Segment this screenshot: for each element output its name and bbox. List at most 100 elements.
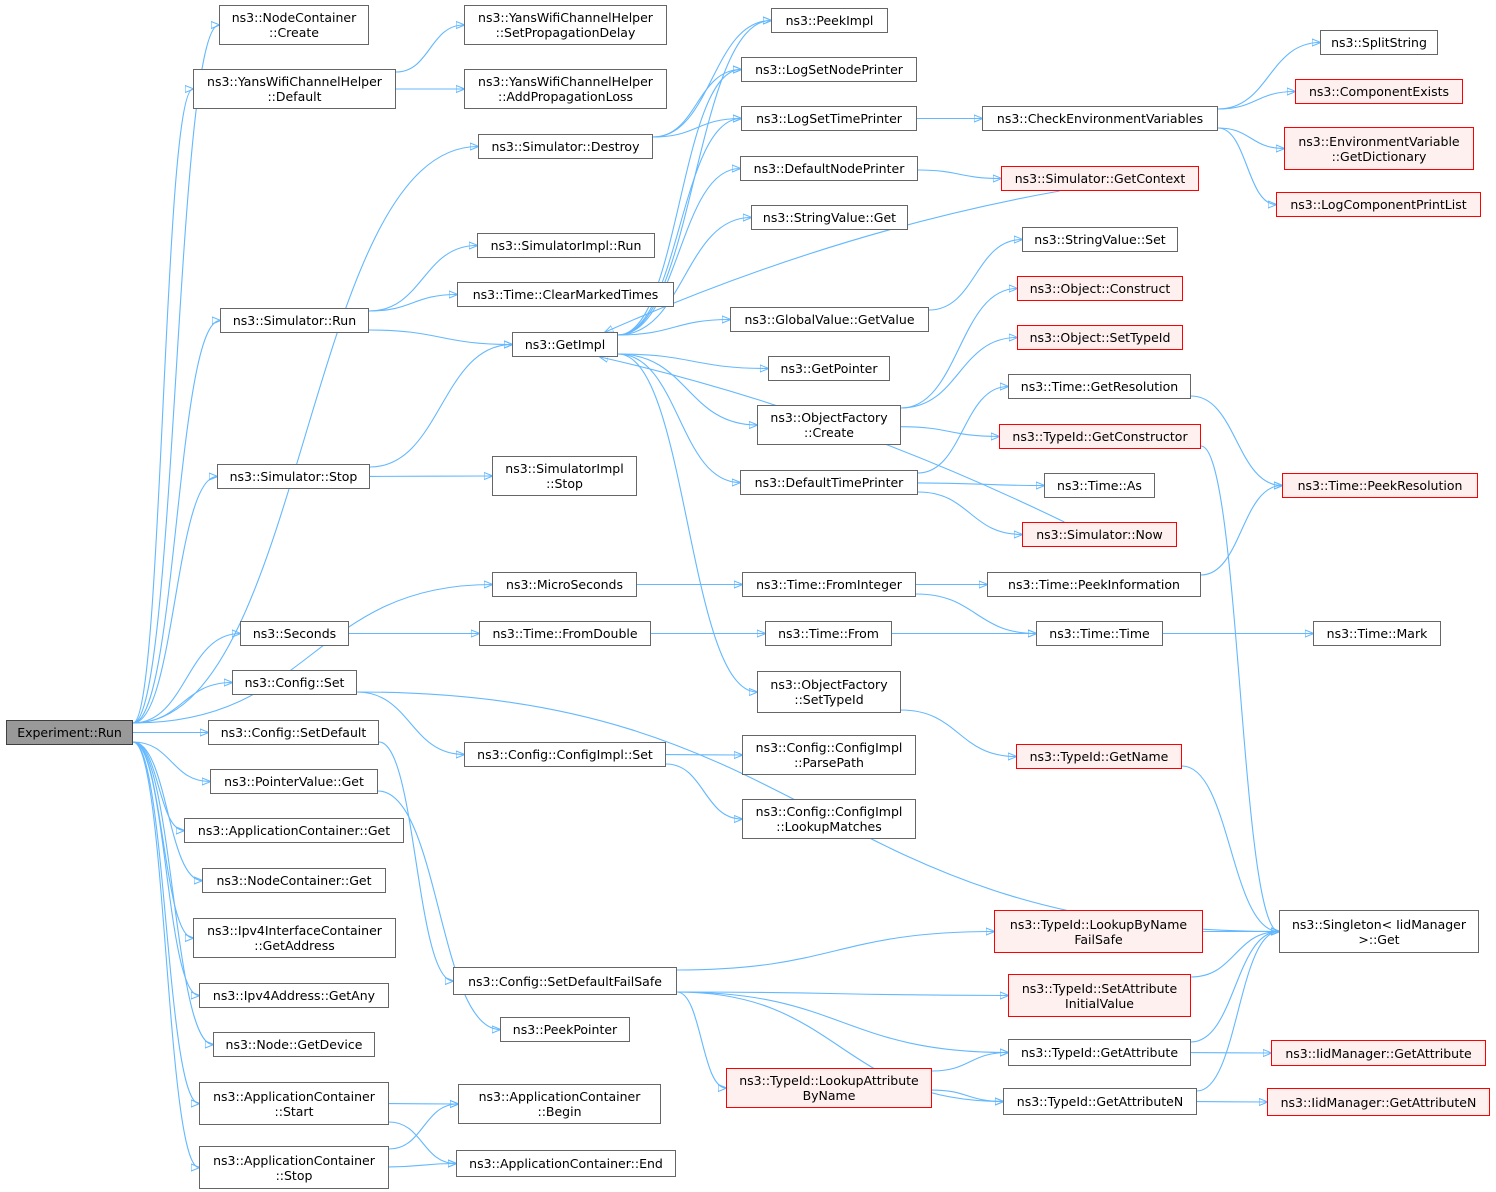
edge-typeid-getattrn-to-singleton-get: [1196, 932, 1279, 1092]
node-appc-begin[interactable]: ns3::ApplicationContainer::Begin: [458, 1084, 661, 1124]
edge-of-create-to-obj-settypeid: [900, 338, 1017, 409]
node-label-line: ns3::Config::Set: [244, 675, 345, 690]
node-label-line: ns3::CheckEnvironmentVariables: [996, 111, 1204, 126]
node-time-mark[interactable]: ns3::Time::Mark: [1313, 621, 1441, 646]
node-time-fromdouble[interactable]: ns3::Time::FromDouble: [479, 621, 651, 646]
node-label-line: ns3::ApplicationContainer: [213, 1152, 375, 1168]
node-iid-getattr[interactable]: ns3::IidManager::GetAttribute: [1271, 1040, 1486, 1066]
node-defnodeprinter[interactable]: ns3::DefaultNodePrinter: [740, 156, 918, 181]
node-strval-set[interactable]: ns3::StringValue::Set: [1022, 227, 1178, 252]
node-appc-stop[interactable]: ns3::ApplicationContainer::Stop: [199, 1146, 389, 1189]
node-logcomplist[interactable]: ns3::LogComponentPrintList: [1276, 192, 1481, 217]
node-nodec-get[interactable]: ns3::NodeContainer::Get: [202, 868, 386, 893]
node-time-peekinfo[interactable]: ns3::Time::PeekInformation: [987, 572, 1201, 597]
node-getimpl[interactable]: ns3::GetImpl: [512, 332, 618, 357]
node-simimpl-run[interactable]: ns3::SimulatorImpl::Run: [477, 233, 655, 258]
node-time-from[interactable]: ns3::Time::From: [765, 621, 892, 646]
edge-defnodeprinter-to-sim-getcontext: [917, 169, 1001, 179]
node-config-setdefault[interactable]: ns3::Config::SetDefault: [208, 720, 379, 745]
node-pointerval-get[interactable]: ns3::PointerValue::Get: [210, 769, 378, 794]
node-envdict[interactable]: ns3::EnvironmentVariable::GetDictionary: [1284, 127, 1474, 170]
node-strval-get[interactable]: ns3::StringValue::Get: [751, 205, 908, 230]
node-ywch-default[interactable]: ns3::YansWifiChannelHelper::Default: [193, 69, 396, 109]
node-splitstring[interactable]: ns3::SplitString: [1320, 30, 1438, 55]
node-seconds[interactable]: ns3::Seconds: [240, 621, 349, 646]
node-typeid-getattr[interactable]: ns3::TypeId::GetAttribute: [1008, 1039, 1191, 1066]
edge-time-getres-to-time-peekres: [1190, 395, 1282, 486]
node-ipv4addr-getany[interactable]: ns3::Ipv4Address::GetAny: [199, 983, 389, 1008]
node-iid-getattrn[interactable]: ns3::IidManager::GetAttributeN: [1267, 1088, 1490, 1116]
node-of-settypeid[interactable]: ns3::ObjectFactory::SetTypeId: [757, 671, 901, 713]
node-configimpl-set[interactable]: ns3::Config::ConfigImpl::Set: [464, 742, 666, 767]
node-ipv4ic-getaddr[interactable]: ns3::Ipv4InterfaceContainer::GetAddress: [193, 918, 396, 958]
node-appc-end[interactable]: ns3::ApplicationContainer::End: [456, 1150, 676, 1177]
node-sim-destroy[interactable]: ns3::Simulator::Destroy: [478, 134, 653, 159]
node-configimpl-lookup[interactable]: ns3::Config::ConfigImpl::LookupMatches: [742, 799, 916, 839]
node-label-line: ns3::GetImpl: [524, 337, 606, 352]
node-peekpointer[interactable]: ns3::PeekPointer: [500, 1017, 630, 1042]
node-label-line: ns3::Ipv4Address::GetAny: [212, 988, 376, 1003]
node-typeid-getname[interactable]: ns3::TypeId::GetName: [1016, 744, 1182, 769]
edge-config-set-to-configimpl-set: [356, 691, 464, 755]
edge-appc-stop-to-appc-end: [388, 1164, 456, 1167]
node-lognode[interactable]: ns3::LogSetNodePrinter: [741, 57, 917, 82]
node-of-create[interactable]: ns3::ObjectFactory::Create: [757, 405, 901, 445]
node-label-line: ::ParsePath: [794, 755, 864, 770]
node-time-time[interactable]: ns3::Time::Time: [1036, 621, 1163, 646]
node-simimpl-stop[interactable]: ns3::SimulatorImpl::Stop: [492, 456, 637, 496]
node-checkenv[interactable]: ns3::CheckEnvironmentVariables: [982, 106, 1218, 131]
edge-appc-start-to-appc-end: [388, 1121, 456, 1164]
node-appc-get[interactable]: ns3::ApplicationContainer::Get: [184, 818, 404, 843]
node-label-line: ns3::TypeId::GetAttributeN: [1016, 1094, 1184, 1109]
node-logtime[interactable]: ns3::LogSetTimePrinter: [741, 106, 917, 131]
node-time-getres[interactable]: ns3::Time::GetResolution: [1008, 374, 1191, 399]
node-microseconds[interactable]: ns3::MicroSeconds: [492, 572, 637, 597]
node-time-peekres[interactable]: ns3::Time::PeekResolution: [1282, 473, 1478, 498]
node-config-set[interactable]: ns3::Config::Set: [232, 670, 357, 695]
node-configimpl-parse[interactable]: ns3::Config::ConfigImpl::ParsePath: [742, 735, 916, 775]
node-appc-start[interactable]: ns3::ApplicationContainer::Start: [199, 1082, 389, 1125]
node-label-line: ns3::Time::GetResolution: [1020, 379, 1179, 394]
edge-root-to-pointerval-get: [132, 741, 210, 782]
node-label-line: ::SetTypeId: [794, 692, 864, 707]
node-deftimeprinter[interactable]: ns3::DefaultTimePrinter: [740, 470, 918, 495]
node-label-line: ns3::PeekPointer: [512, 1022, 618, 1037]
node-sim-now[interactable]: ns3::Simulator::Now: [1022, 522, 1177, 547]
node-time-frominteger[interactable]: ns3::Time::FromInteger: [742, 572, 916, 597]
edge-sim-stop-to-getimpl: [369, 345, 512, 468]
node-node-getdevice[interactable]: ns3::Node::GetDevice: [213, 1032, 375, 1057]
node-ywch-setprop[interactable]: ns3::YansWifiChannelHelper::SetPropagati…: [464, 5, 667, 45]
node-getpointer[interactable]: ns3::GetPointer: [768, 356, 890, 381]
node-time-clearmarked[interactable]: ns3::Time::ClearMarkedTimes: [457, 282, 674, 307]
node-typeid-getattrn[interactable]: ns3::TypeId::GetAttributeN: [1003, 1088, 1197, 1115]
node-config-setdefaultfs[interactable]: ns3::Config::SetDefaultFailSafe: [453, 967, 677, 995]
node-compexists[interactable]: ns3::ComponentExists: [1295, 79, 1463, 104]
node-label-line: ::Begin: [537, 1104, 582, 1119]
edge-checkenv-to-logcomplist: [1217, 127, 1276, 205]
node-sim-stop[interactable]: ns3::Simulator::Stop: [217, 464, 370, 489]
node-label-line: ::Create: [804, 425, 854, 440]
node-nc-create[interactable]: ns3::NodeContainer::Create: [219, 5, 369, 45]
edge-typeid-setattrinit-to-singleton-get: [1190, 932, 1279, 978]
node-globalval-get[interactable]: ns3::GlobalValue::GetValue: [730, 307, 929, 332]
node-obj-settypeid[interactable]: ns3::Object::SetTypeId: [1017, 325, 1183, 350]
node-label-line: ns3::ObjectFactory: [770, 677, 888, 692]
node-sim-getcontext[interactable]: ns3::Simulator::GetContext: [1001, 166, 1199, 191]
node-obj-construct[interactable]: ns3::Object::Construct: [1017, 276, 1183, 301]
node-typeid-getctor[interactable]: ns3::TypeId::GetConstructor: [999, 424, 1201, 449]
edge-getimpl-to-of-settypeid: [617, 353, 757, 692]
edge-root-to-seconds: [132, 634, 240, 724]
edge-root-to-node-getdevice: [132, 741, 213, 1045]
node-label-line: ns3::Node::GetDevice: [225, 1037, 363, 1052]
node-sim-run[interactable]: ns3::Simulator::Run: [220, 308, 369, 333]
node-ywch-addloss[interactable]: ns3::YansWifiChannelHelper::AddPropagati…: [464, 69, 667, 109]
node-peekimpl[interactable]: ns3::PeekImpl: [771, 8, 888, 33]
edge-deftimeprinter-to-time-as: [917, 483, 1044, 486]
edge-getimpl-to-defnodeprinter: [617, 169, 740, 336]
edge-typeid-getctor-to-singleton-get: [1200, 445, 1279, 932]
node-singleton-get[interactable]: ns3::Singleton< IidManager>::Get: [1279, 910, 1479, 953]
node-time-as[interactable]: ns3::Time::As: [1044, 473, 1155, 498]
